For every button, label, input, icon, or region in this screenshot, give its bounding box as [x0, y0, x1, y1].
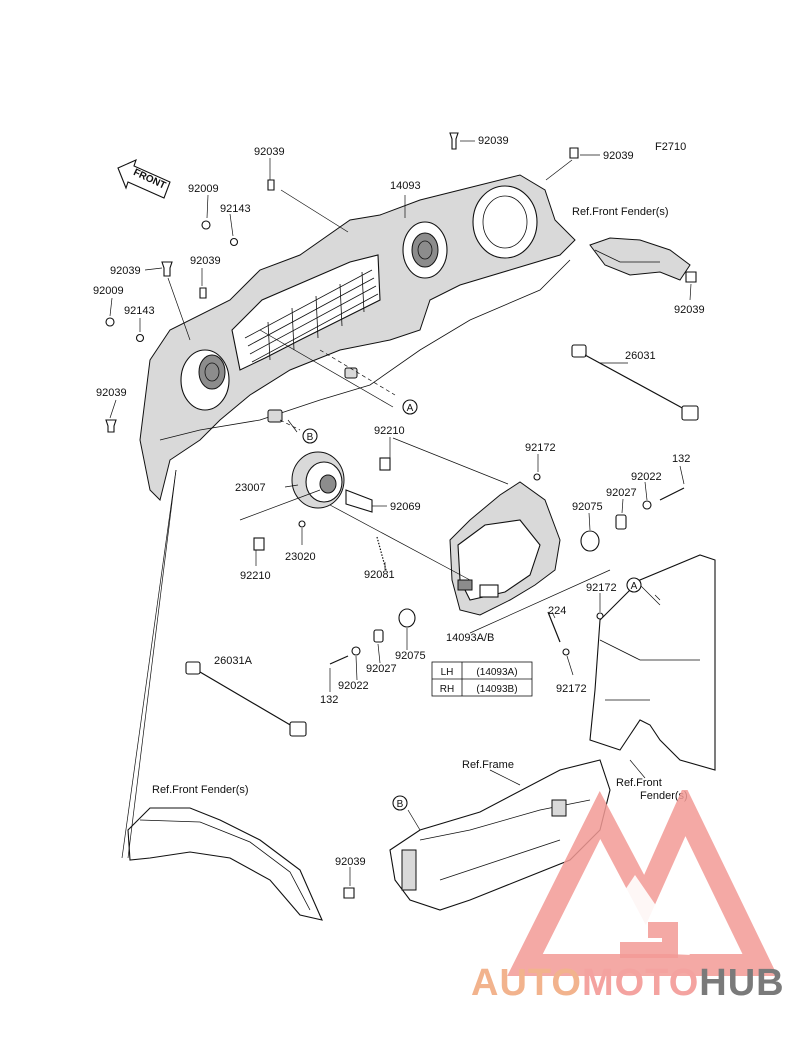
- ref-front-fender-top: Ref.Front Fender(s): [572, 206, 669, 218]
- variant-table: LH (14093A) RH (14093B): [431, 661, 533, 697]
- ref-front-fender-bottom: Ref.Front Fender(s): [152, 784, 249, 796]
- label-92039-a: 92039: [254, 146, 285, 158]
- callout-b1-label: B: [307, 432, 314, 443]
- harness-26031a: [185, 661, 307, 737]
- label-92039-g: 92039: [674, 304, 705, 316]
- label-14093: 14093: [390, 180, 421, 192]
- screw-icons: [105, 220, 239, 343]
- label-26031: 26031: [625, 350, 656, 362]
- label-92039-f: 92039: [96, 387, 127, 399]
- front-arrow-icon: FRONT: [117, 158, 171, 199]
- label-92075-a: 92075: [572, 501, 603, 513]
- ref-front-right-2: Fender(s): [640, 790, 688, 802]
- label-92009-a: 92009: [188, 183, 219, 195]
- watermark-auto: AUTO: [471, 962, 582, 1004]
- harness-26031: [571, 344, 699, 421]
- headlight-housing: [449, 481, 561, 616]
- hardware-icons: [329, 473, 685, 665]
- label-92172-b: 92172: [586, 582, 617, 594]
- label-92039-c: 92039: [603, 150, 634, 162]
- label-92210-a: 92210: [374, 425, 405, 437]
- label-92039-b: 92039: [478, 135, 509, 147]
- label-14093ab: 14093A/B: [446, 632, 494, 644]
- callout-a2: A: [626, 577, 642, 593]
- label-92143-b: 92143: [124, 305, 155, 317]
- variant-row-2-part: (14093B): [476, 684, 517, 695]
- watermark-text: AUTOMOTOHUB: [471, 963, 785, 1003]
- figure-code: F2710: [655, 141, 686, 153]
- callout-a1: A: [402, 399, 418, 415]
- label-92039-d: 92039: [110, 265, 141, 277]
- label-92172-a: 92172: [525, 442, 556, 454]
- label-92039-e: 92039: [190, 255, 221, 267]
- ref-frame: Ref.Frame: [462, 759, 514, 771]
- watermark-moto: MOTO: [581, 962, 700, 1004]
- automotohub-logo-icon: [507, 790, 778, 976]
- label-92210-b: 92210: [240, 570, 271, 582]
- label-92075-b: 92075: [395, 650, 426, 662]
- label-92143-a: 92143: [220, 203, 251, 215]
- variant-row-1-side: LH: [441, 667, 454, 678]
- callout-a2-label: A: [631, 581, 638, 592]
- label-92039-h: 92039: [335, 856, 366, 868]
- reference-labels: Ref.Front Fender(s) Ref.Front Fender(s) …: [152, 206, 688, 802]
- callout-a1-label: A: [407, 403, 414, 414]
- label-23020: 23020: [285, 551, 316, 563]
- label-92027-a: 92027: [606, 487, 637, 499]
- label-92172-c: 92172: [556, 683, 587, 695]
- front-fender-bottom-ref: [127, 807, 323, 921]
- watermark-hub: HUB: [699, 962, 785, 1004]
- label-92022-a: 92022: [631, 471, 662, 483]
- variant-row-2-side: RH: [440, 684, 454, 695]
- variant-row-1-part: (14093A): [476, 667, 517, 678]
- callout-b1: B: [302, 428, 318, 444]
- label-92081: 92081: [364, 569, 395, 581]
- part-number-labels: 92039 92039 92039 14093 92009 92143 9203…: [93, 135, 705, 868]
- clip-92039-icons: [105, 132, 697, 899]
- leader-lines: [109, 140, 692, 886]
- headlight-assembly: [253, 451, 391, 571]
- label-224: 224: [548, 605, 566, 617]
- front-fender-top-ref: [589, 237, 691, 281]
- label-26031a: 26031A: [214, 655, 253, 667]
- label-92009-b: 92009: [93, 285, 124, 297]
- label-92069: 92069: [390, 501, 421, 513]
- label-23007: 23007: [235, 482, 266, 494]
- front-fender-right-ref: [589, 554, 716, 771]
- label-92027-b: 92027: [366, 663, 397, 675]
- label-132-a: 132: [672, 453, 690, 465]
- callout-b2-label: B: [397, 799, 404, 810]
- label-92022-b: 92022: [338, 680, 369, 692]
- callout-b2: B: [392, 795, 408, 811]
- frame-ref: [389, 759, 611, 911]
- front-panel: [139, 174, 576, 501]
- ref-front-right-1: Ref.Front: [616, 777, 662, 789]
- label-132-b: 132: [320, 694, 338, 706]
